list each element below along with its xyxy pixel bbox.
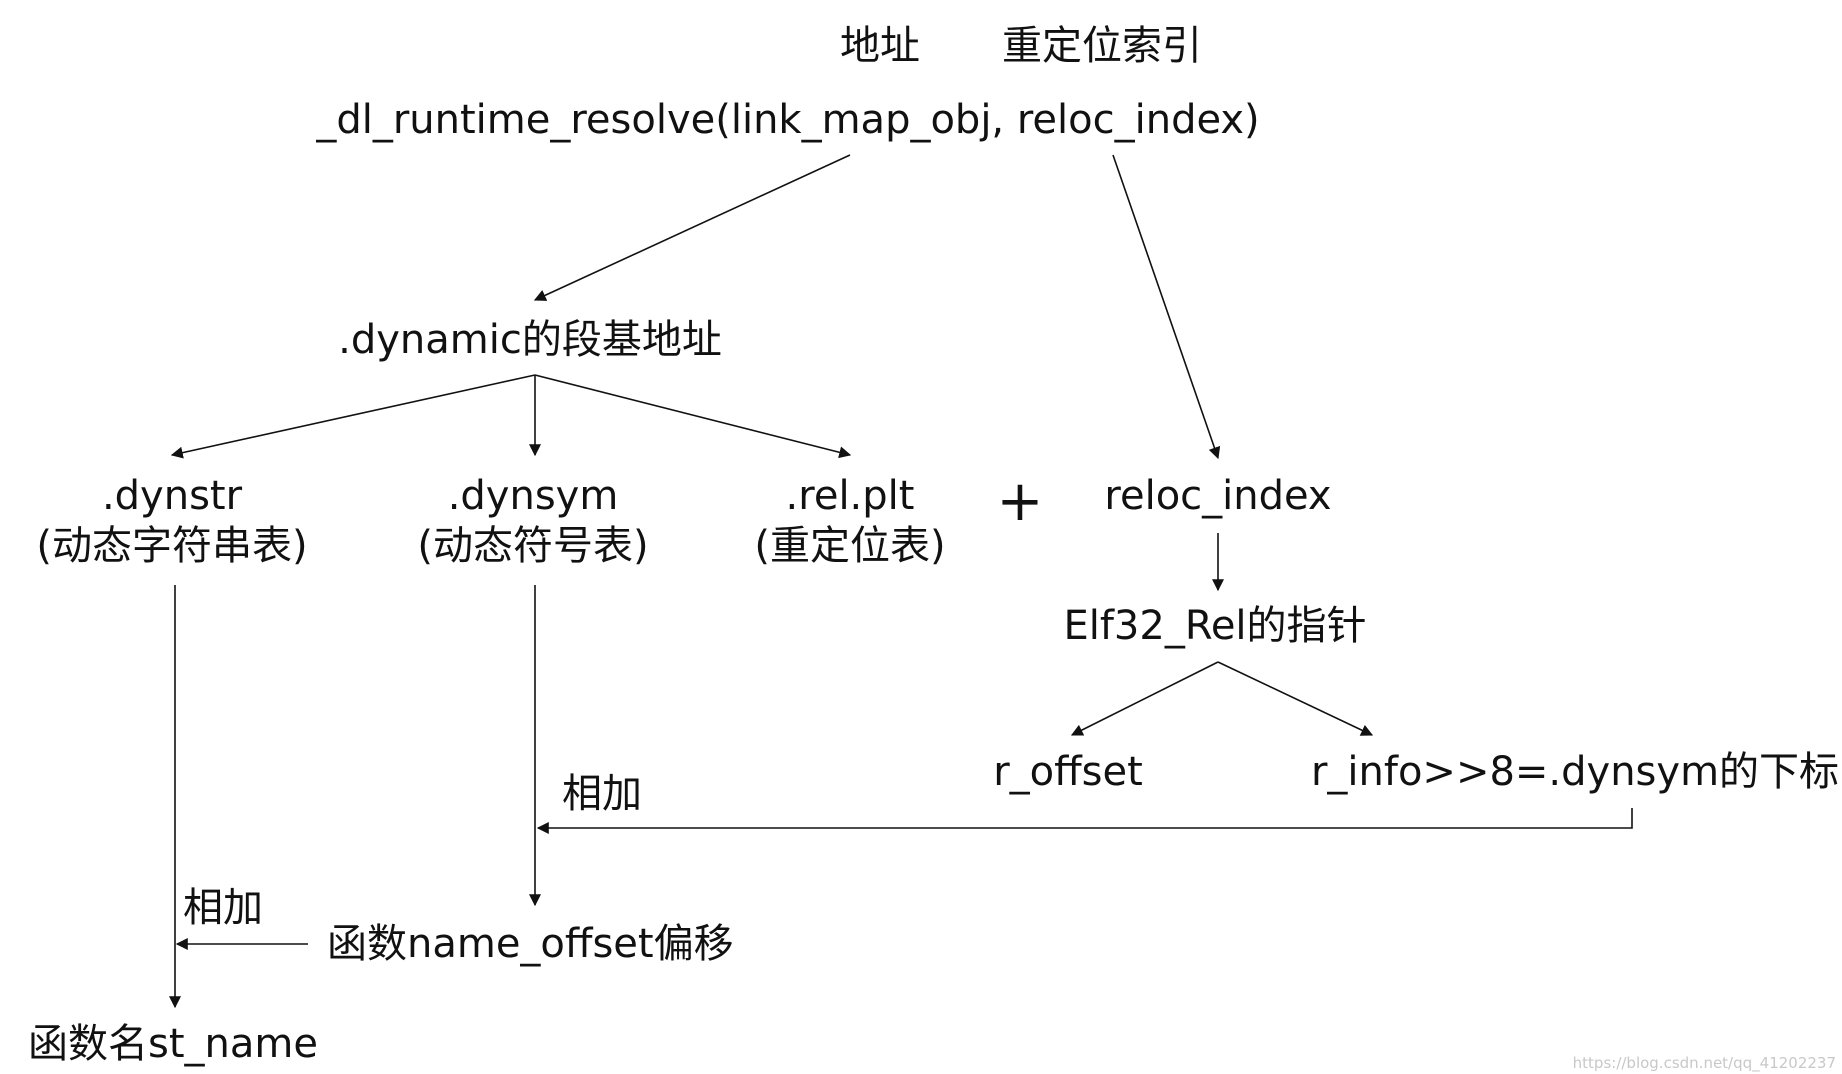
plus-sign: + (996, 469, 1044, 534)
relplt-name: .rel.plt (785, 473, 915, 519)
r-offset-node: r_offset (993, 749, 1143, 795)
arrow-elf32-rel-to-r-info (1217, 661, 1374, 736)
add-label-dynsym: 相加 (562, 771, 642, 817)
dynamic-base-address: .dynamic的段基地址 (338, 317, 722, 363)
r-info-node: r_info>>8=.dynsym的下标 (1310, 749, 1840, 795)
relplt-desc: (重定位表) (754, 523, 946, 569)
elf32-rel-pointer: Elf32_Rel的指针 (1063, 603, 1367, 649)
dynstr-desc: (动态字符串表) (36, 523, 308, 569)
dynsym-desc: (动态符号表) (417, 523, 649, 569)
function-name-st-name: 函数名st_name (28, 1021, 318, 1067)
arrow-call-to-dynamic (533, 154, 851, 301)
dynstr-name: .dynstr (101, 473, 243, 519)
arrow-r-info-to-dynsym (536, 808, 1633, 834)
dynsym-name: .dynsym (447, 473, 619, 519)
header-address-label: 地址 (840, 23, 920, 69)
function-name-offset: 函数name_offset偏移 (327, 921, 734, 967)
dl-runtime-resolve-call: _dl_runtime_resolve(link_map_obj, reloc_… (316, 97, 1260, 143)
add-label-dynstr: 相加 (183, 885, 263, 931)
arrow-dynamic-to-relplt (534, 374, 852, 459)
arrow-elf32-rel-to-r-offset (1070, 661, 1219, 736)
watermark: https://blog.csdn.net/qq_41202237 (1572, 1054, 1836, 1072)
arrow-call-to-reloc-index (1112, 154, 1221, 460)
header-reloc-index-label: 重定位索引 (1002, 23, 1202, 69)
arrow-dynamic-to-dynstr (170, 374, 536, 459)
reloc-index-node: reloc_index (1104, 473, 1332, 519)
